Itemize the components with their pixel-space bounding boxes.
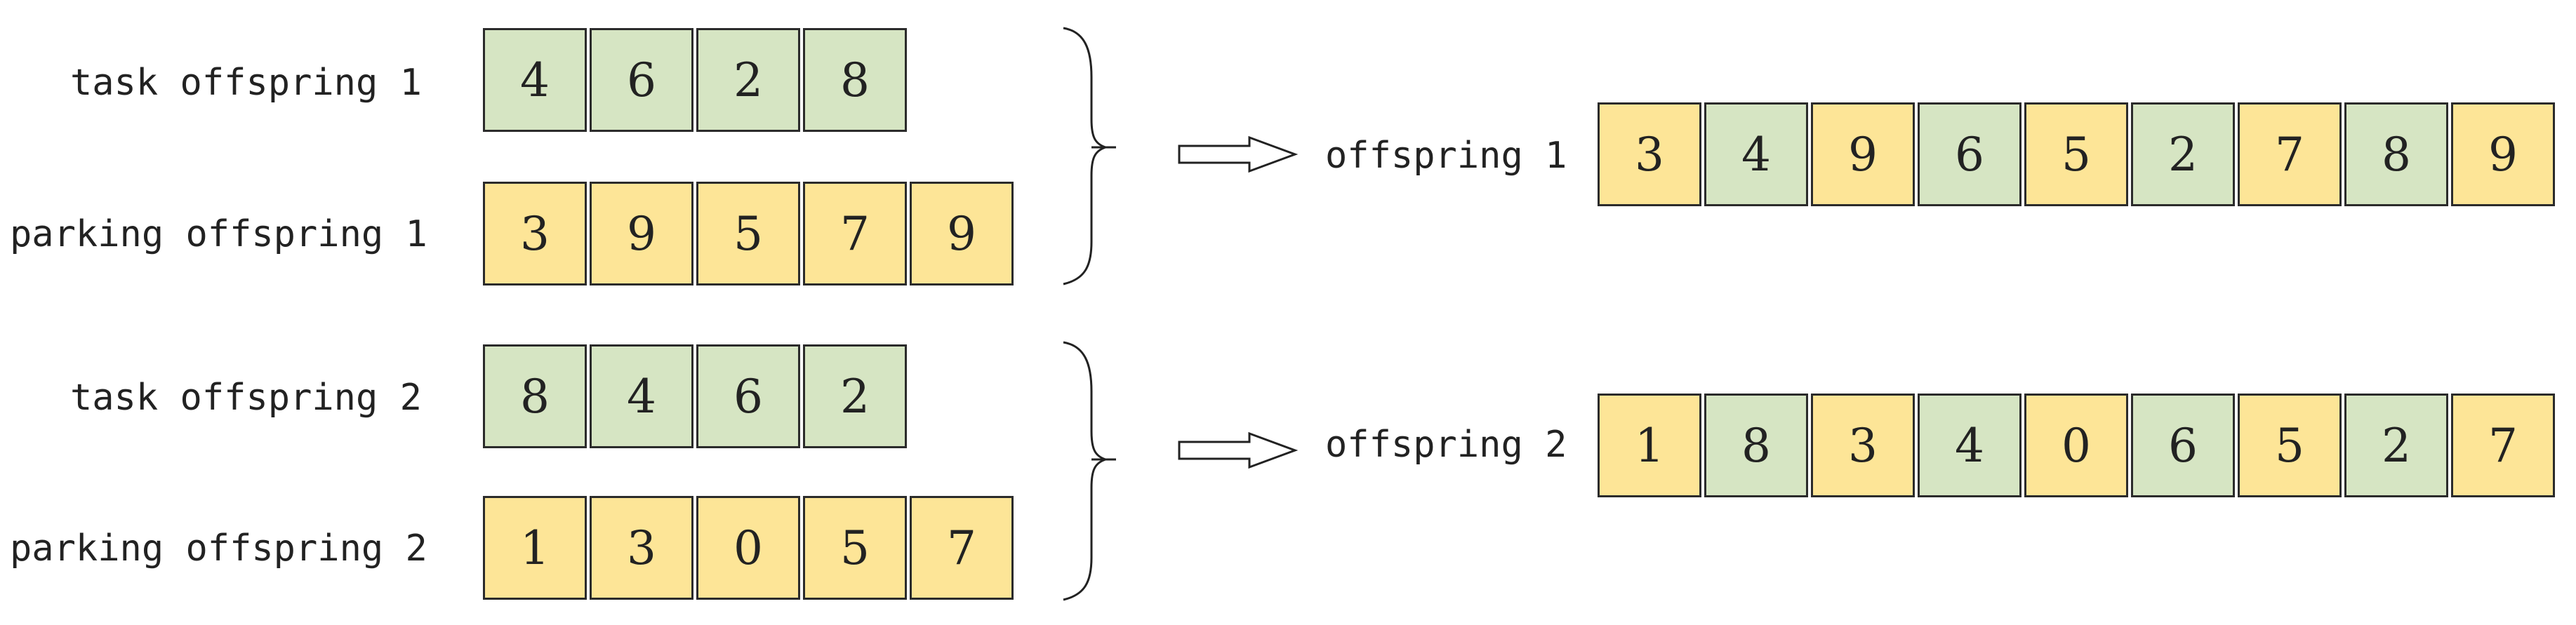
offspring-gene-cell: 4 xyxy=(1704,102,1808,206)
parking-gene-cell: 9 xyxy=(910,182,1014,285)
offspring-gene-cell: 0 xyxy=(2024,394,2128,497)
task-gene-cell: 4 xyxy=(483,28,587,132)
offspring-gene-cell: 9 xyxy=(1811,102,1915,206)
parking-gene-cell: 3 xyxy=(483,182,587,285)
offspring-gene-cell: 3 xyxy=(1598,102,1701,206)
arrow-right-icon-2 xyxy=(1178,431,1299,469)
parking-offspring-2-label: parking offspring 2 xyxy=(10,527,427,570)
task-gene-cell: 2 xyxy=(696,28,800,132)
task-gene-cell: 8 xyxy=(803,28,907,132)
offspring-gene-cell: 5 xyxy=(2238,394,2342,497)
offspring-gene-cell: 4 xyxy=(1918,394,2021,497)
parking-gene-cell: 5 xyxy=(696,182,800,285)
task-gene-cell: 4 xyxy=(590,344,693,448)
offspring-gene-cell: 6 xyxy=(2131,394,2235,497)
task-gene-cell: 2 xyxy=(803,344,907,448)
brace-group-1 xyxy=(1063,27,1109,285)
arrow-right-icon-1 xyxy=(1178,135,1299,173)
offspring-gene-cell: 1 xyxy=(1598,394,1701,497)
offspring-gene-cell: 7 xyxy=(2451,394,2555,497)
parking-gene-cell: 7 xyxy=(803,182,907,285)
offspring-gene-cell: 8 xyxy=(1704,394,1808,497)
parking-gene-cell: 1 xyxy=(483,496,587,600)
offspring-gene-cell: 2 xyxy=(2344,394,2448,497)
offspring-gene-cell: 6 xyxy=(1918,102,2021,206)
task-gene-cell: 6 xyxy=(590,28,693,132)
parking-gene-cell: 3 xyxy=(590,496,693,600)
offspring-2-label: offspring 2 xyxy=(1325,424,1567,466)
brace-group-2 xyxy=(1063,341,1109,601)
offspring-gene-cell: 7 xyxy=(2238,102,2342,206)
offspring-gene-cell: 2 xyxy=(2131,102,2235,206)
task-offspring-1-label: task offspring 1 xyxy=(70,62,422,104)
parking-gene-cell: 9 xyxy=(590,182,693,285)
parking-gene-cell: 0 xyxy=(696,496,800,600)
parking-offspring-1-label: parking offspring 1 xyxy=(10,213,427,255)
offspring-gene-cell: 8 xyxy=(2344,102,2448,206)
parking-gene-cell: 7 xyxy=(910,496,1014,600)
parking-gene-cell: 5 xyxy=(803,496,907,600)
task-gene-cell: 6 xyxy=(696,344,800,448)
task-offspring-2-label: task offspring 2 xyxy=(70,377,422,419)
offspring-gene-cell: 9 xyxy=(2451,102,2555,206)
offspring-gene-cell: 5 xyxy=(2024,102,2128,206)
offspring-gene-cell: 3 xyxy=(1811,394,1915,497)
task-gene-cell: 8 xyxy=(483,344,587,448)
offspring-1-label: offspring 1 xyxy=(1325,135,1567,177)
